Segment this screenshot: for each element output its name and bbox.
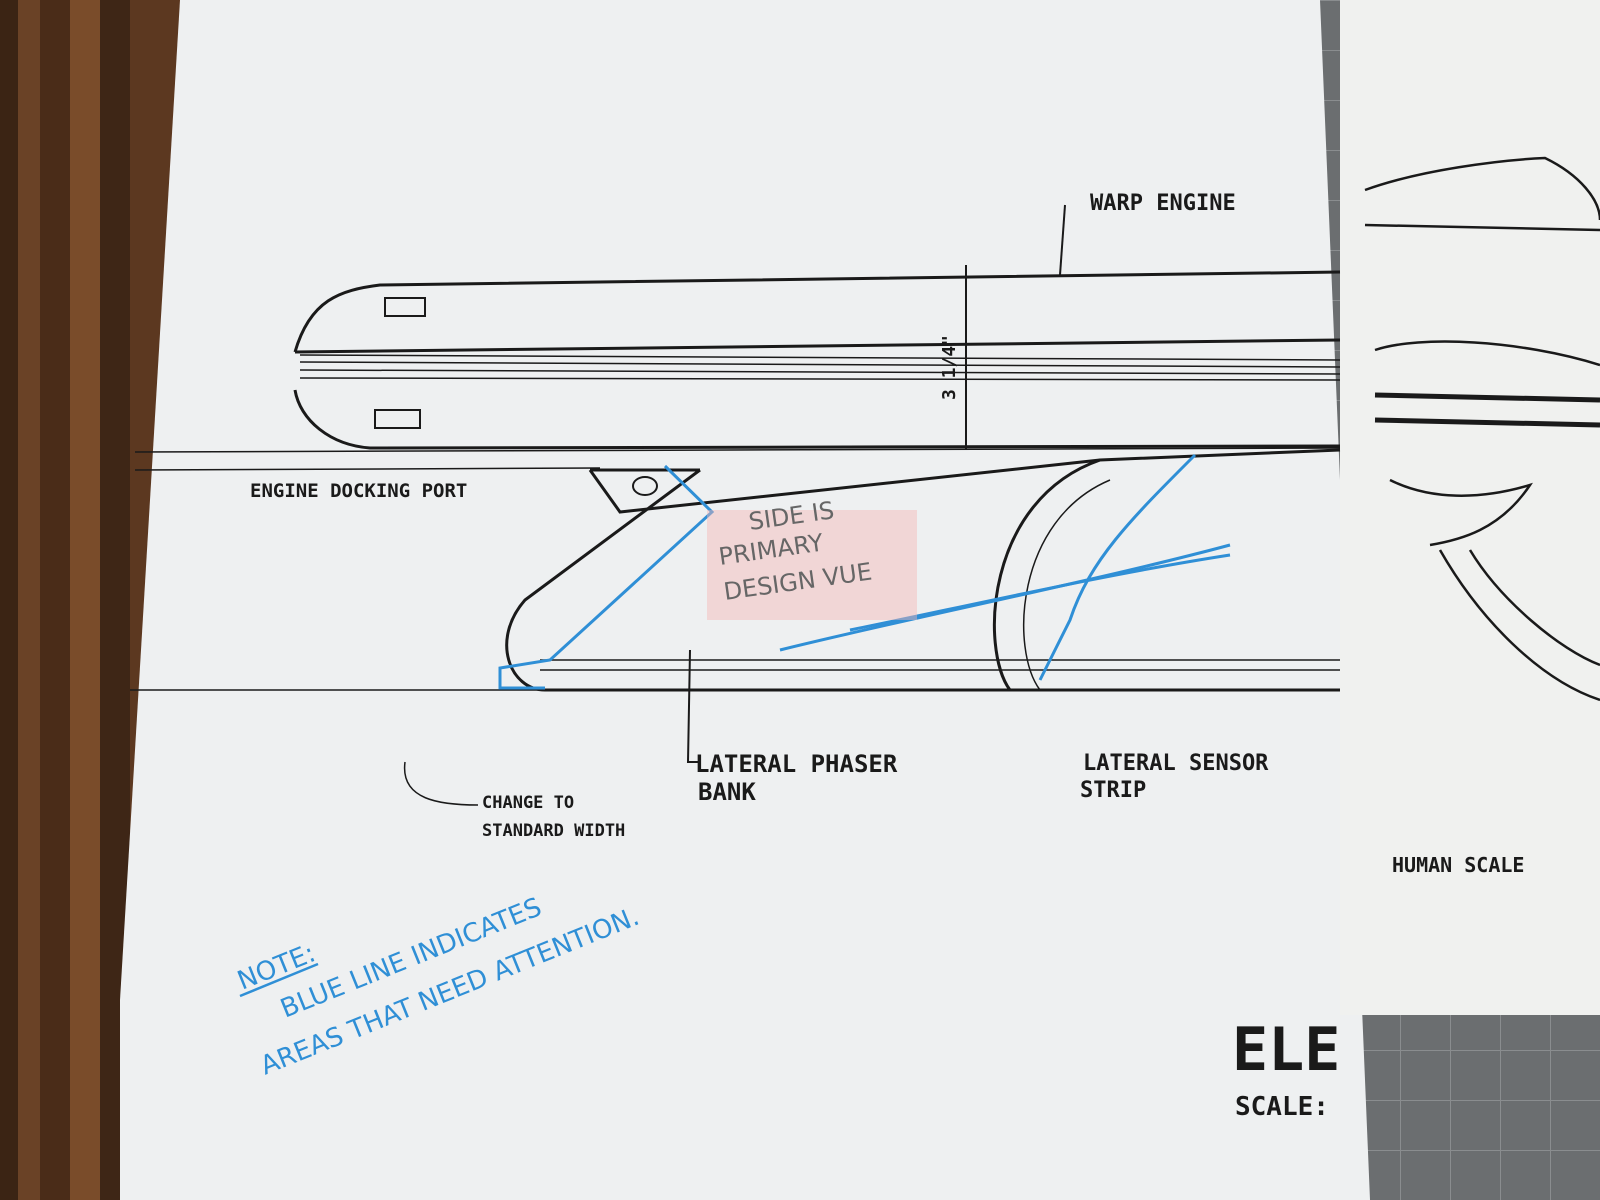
warp-engine-nacelle: [293, 204, 1341, 450]
right-sheet-sketch: [1364, 156, 1600, 702]
label-lateral-phaser-2: BANK: [698, 778, 756, 806]
blue-attention-lines: [498, 453, 1231, 690]
label-change-1: CHANGE TO: [482, 793, 574, 813]
label-lateral-sensor-1: LATERAL SENSOR: [1083, 751, 1269, 776]
leader-line: [686, 649, 700, 763]
label-warp-engine: WARP ENGINE: [1090, 191, 1236, 216]
label-lateral-sensor-2: STRIP: [1080, 778, 1146, 803]
leader-line: [403, 761, 479, 806]
label-scale-partial: SCALE:: [1235, 1092, 1329, 1122]
drawing-sheet-right: [1340, 0, 1600, 1015]
label-change-2: STANDARD WIDTH: [482, 821, 625, 841]
blue-note: NOTE: BLUE LINE INDICATES AREAS THAT NEE…: [233, 892, 643, 1081]
label-lateral-phaser-1: LATERAL PHASER: [695, 750, 898, 778]
drawing-sheet-main: [120, 0, 1370, 1200]
label-human-scale: HUMAN SCALE: [1392, 853, 1524, 877]
label-engine-docking-port: ENGINE DOCKING PORT: [250, 480, 467, 502]
label-elevation-partial: ELE: [1232, 1015, 1340, 1085]
secondary-hull: [130, 447, 1341, 692]
red-highlight-mark: [707, 510, 917, 620]
label-dimension: 3 1/4": [939, 335, 960, 400]
